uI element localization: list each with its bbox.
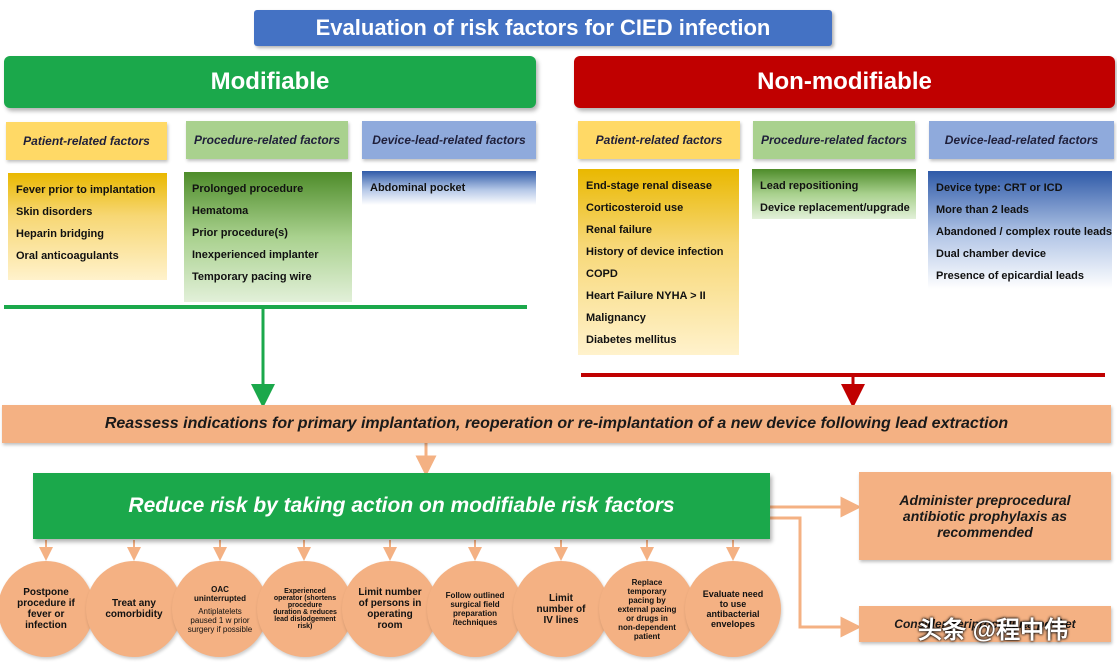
action-postpone: Postpone procedure if fever or infection <box>0 561 94 657</box>
action-experienced-operator: Experienced operator (shortens procedure… <box>257 561 353 657</box>
action-surgical-field: Follow outlined surgical field preparati… <box>427 561 523 657</box>
action-text: Limit number of IV lines <box>536 592 586 626</box>
modifiable-patient-header: Patient-related factors <box>6 122 167 160</box>
list-item: Heart Failure NYHA > II <box>586 290 706 302</box>
list-item: Inexperienced implanter <box>192 249 319 261</box>
action-text: Follow outlined surgical field preparati… <box>445 591 505 627</box>
list-item: Corticosteroid use <box>586 202 684 214</box>
nonmodifiable-header: Non-modifiable <box>574 56 1115 108</box>
action-text: Postpone procedure if fever or infection <box>17 587 75 631</box>
nonmodifiable-procedure-header: Procedure-related factors <box>753 121 915 159</box>
list-item: Diabetes mellitus <box>586 334 677 346</box>
list-item: Lead repositioning <box>760 180 859 192</box>
list-item: Oral anticoagulants <box>16 250 119 262</box>
list-item: Device replacement/upgrade <box>760 202 910 214</box>
list-item: End-stage renal disease <box>586 180 712 192</box>
list-item: Fever prior to implantation <box>16 184 156 196</box>
modifiable-device-list: Abdominal pocket <box>362 171 536 205</box>
list-item: Abdominal pocket <box>370 182 466 194</box>
action-text: OAC uninterrupted <box>194 584 246 603</box>
list-item: Renal failure <box>586 224 653 236</box>
nonmodifiable-patient-header: Patient-related factors <box>578 121 740 159</box>
list-item: More than 2 leads <box>936 204 1029 216</box>
list-item: COPD <box>586 268 618 280</box>
action-limit-iv-lines: Limit number of IV lines <box>513 561 609 657</box>
action-text: Replace temporary pacing by external pac… <box>617 577 677 641</box>
nonmodifiable-patient-list: End-stage renal disease Corticosteroid u… <box>578 169 739 355</box>
nonmodifiable-bracket <box>581 373 1105 408</box>
list-item: Temporary pacing wire <box>192 271 312 283</box>
list-item: Abandoned / complex route leads <box>936 226 1113 238</box>
action-text: Limit number of persons in operating roo… <box>358 587 422 631</box>
modifiable-procedure-header: Procedure-related factors <box>186 121 348 159</box>
reassess-banner: Reassess indications for primary implant… <box>2 405 1111 443</box>
nonmodifiable-device-header: Device-lead-related factors <box>929 121 1114 159</box>
action-antibacterial-envelopes: Evaluate need to use antibacterial envel… <box>685 561 781 657</box>
list-item: Prior procedure(s) <box>192 227 288 239</box>
list-item: Prolonged procedure <box>192 183 304 195</box>
list-item: History of device infection <box>586 246 724 258</box>
list-item: Hematoma <box>192 205 249 217</box>
consider-box: Consider periprocedural pocket <box>859 606 1111 642</box>
action-limit-persons: Limit number of persons in operating roo… <box>342 561 438 657</box>
modifiable-patient-list: Fever prior to implantation Skin disorde… <box>8 173 167 280</box>
modifiable-bracket <box>4 305 527 408</box>
consider-text: Consider periprocedural pocket <box>894 617 1076 631</box>
prophylaxis-text: Administer preprocedural antibiotic prop… <box>899 492 1071 540</box>
list-item: Malignancy <box>586 312 646 324</box>
modifiable-header: Modifiable <box>4 56 536 108</box>
action-oac: OAC uninterrupted Antiplatelets paused 1… <box>172 561 268 657</box>
action-text: Treat any comorbidity <box>105 598 163 620</box>
list-item: Dual chamber device <box>936 248 1047 260</box>
list-item: Skin disorders <box>16 206 93 218</box>
diagram-title: Evaluation of risk factors for CIED infe… <box>254 10 832 46</box>
action-replace-temporary-pacing: Replace temporary pacing by external pac… <box>599 561 695 657</box>
action-text: Experienced operator (shortens procedure… <box>273 588 337 630</box>
prophylaxis-box: Administer preprocedural antibiotic prop… <box>859 472 1111 560</box>
list-item: Heparin bridging <box>16 228 104 240</box>
nonmodifiable-device-list: Device type: CRT or ICD More than 2 lead… <box>928 171 1112 289</box>
modifiable-device-header: Device-lead-related factors <box>362 121 536 159</box>
list-item: Device type: CRT or ICD <box>936 182 1063 194</box>
action-treat-comorbidity: Treat any comorbidity <box>86 561 182 657</box>
watermark: 头条 @程中伟 <box>918 617 1069 644</box>
list-item: Presence of epicardial leads <box>936 270 1084 282</box>
reduce-risk-banner: Reduce risk by taking action on modifiab… <box>33 473 770 539</box>
nonmodifiable-procedure-list: Lead repositioning Device replacement/up… <box>752 169 916 219</box>
to-consider-arrow <box>770 516 862 638</box>
action-subtext: Antiplatelets paused 1 w prior surgery i… <box>187 606 253 634</box>
action-text: Evaluate need to use antibacterial envel… <box>702 589 764 629</box>
action-arrows <box>39 540 740 561</box>
modifiable-procedure-list: Prolonged procedure Hematoma Prior proce… <box>184 172 352 302</box>
